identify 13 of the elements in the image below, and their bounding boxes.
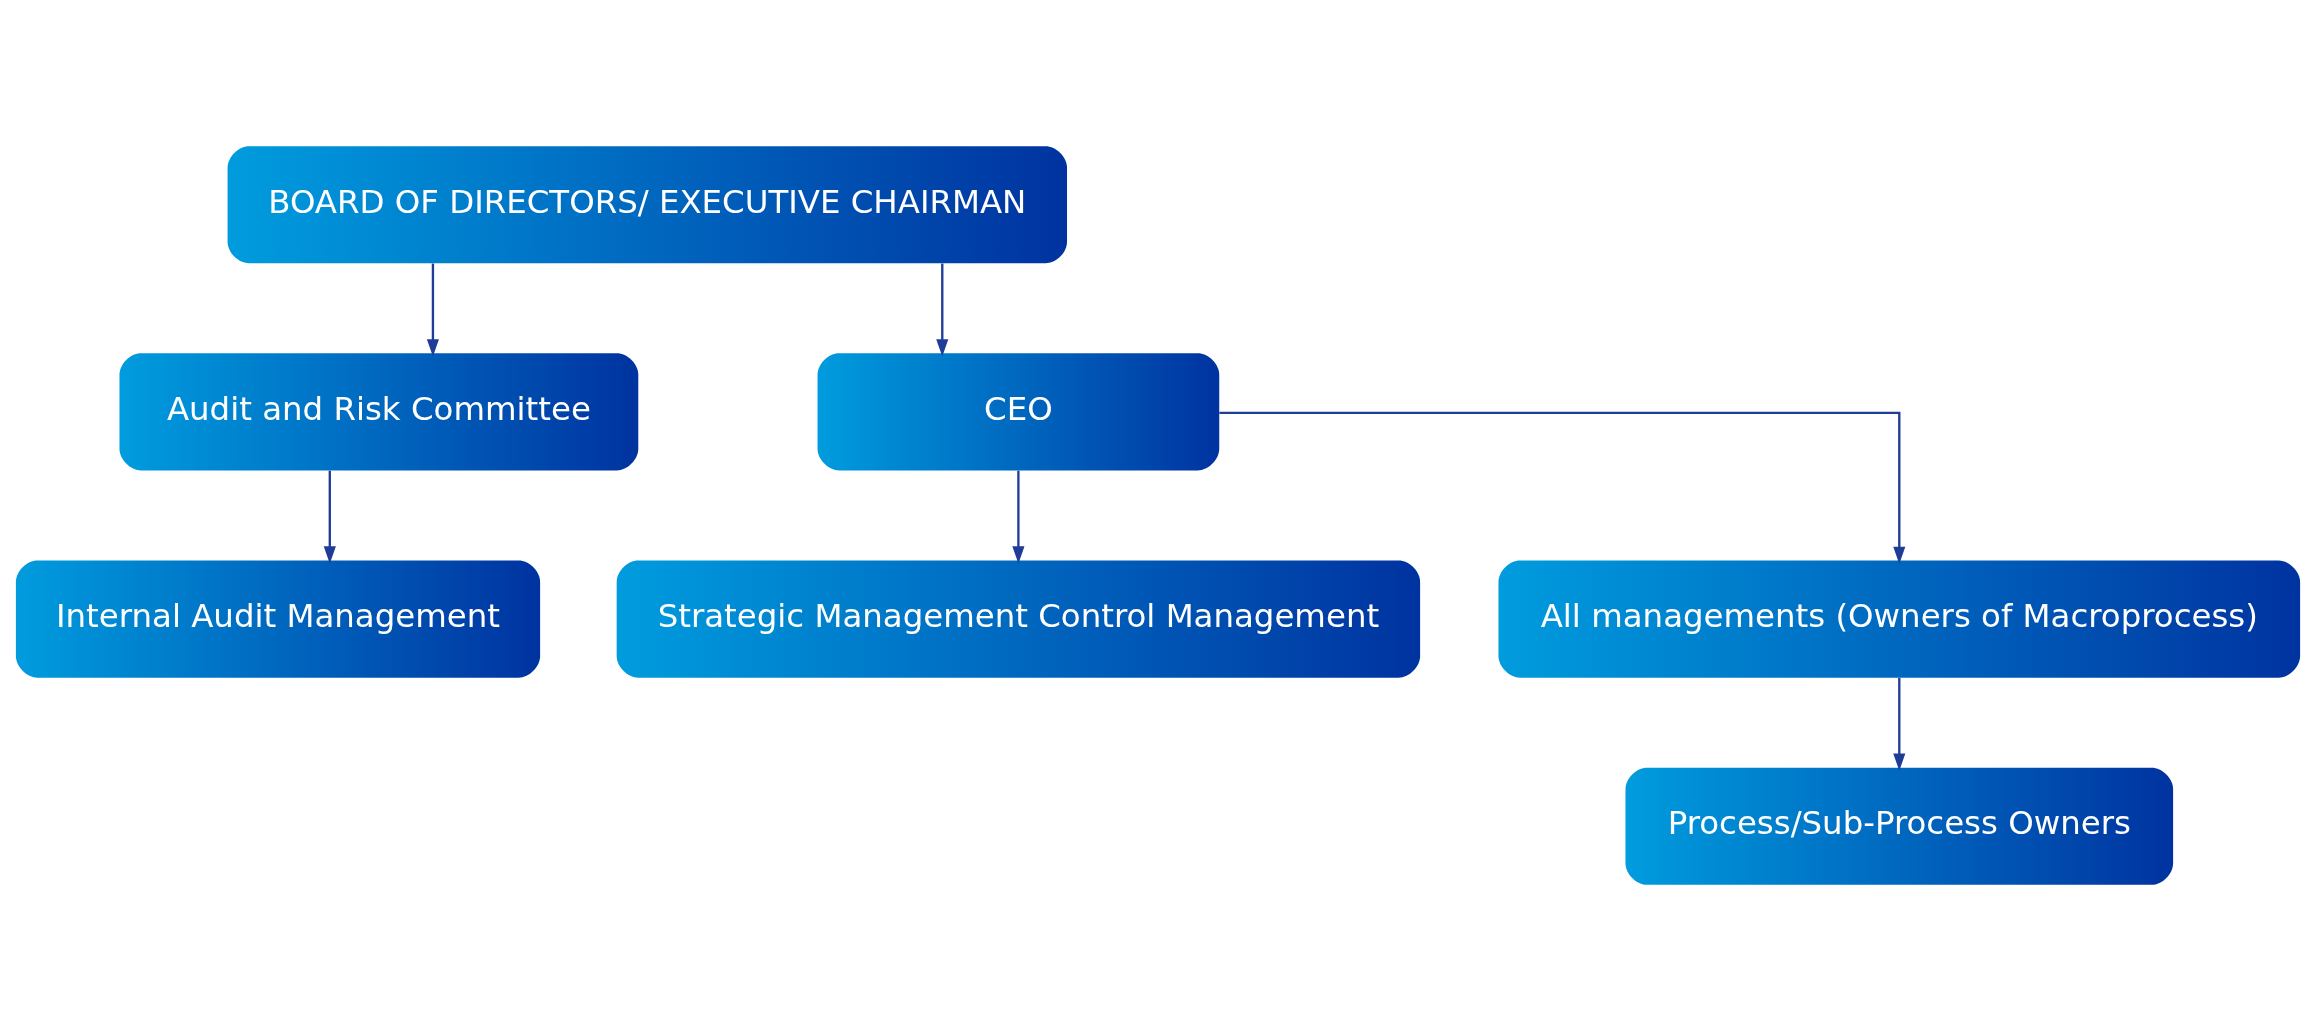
node-box: Strategic Management Control Management (616, 560, 1421, 678)
arrow (426, 263, 439, 357)
node-box: Internal Audit Management (15, 560, 541, 678)
arrow (936, 263, 949, 357)
arrow (1219, 411, 1906, 565)
node-box: Audit and Risk Committee (119, 353, 639, 471)
arrow (323, 470, 336, 564)
node-box: CEO (817, 353, 1220, 471)
node-box: Process/Sub-Process Owners (1625, 767, 2174, 885)
arrow (1012, 470, 1025, 564)
node-box: BOARD OF DIRECTORS/ EXECUTIVE CHAIRMAN (227, 146, 1068, 264)
arrow (1893, 677, 1906, 771)
node-box: All managements (Owners of Macroprocess) (1498, 560, 2301, 678)
